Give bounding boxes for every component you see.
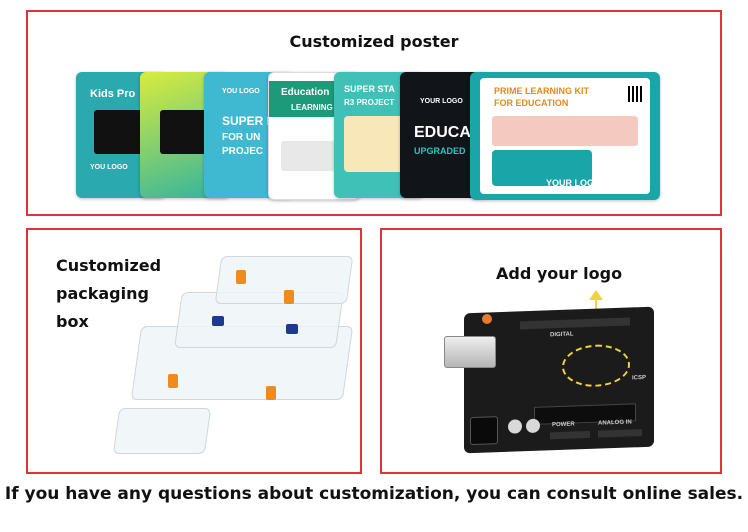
parts-image xyxy=(281,141,341,171)
capacitor xyxy=(508,419,522,434)
packaging-title-line1: Customized xyxy=(56,256,162,275)
footer-note: If you have any questions about customiz… xyxy=(4,484,744,504)
poster-title: Customized poster xyxy=(289,32,459,51)
orange-latch-icon xyxy=(236,270,246,284)
poster-headline: SUPER STA xyxy=(344,84,395,94)
module-tray xyxy=(492,150,592,186)
blue-latch-icon xyxy=(286,324,298,334)
poster-headline: Education xyxy=(281,87,330,98)
orange-latch-icon xyxy=(284,290,294,304)
logo-placeholder-ellipse xyxy=(562,343,630,388)
poster-headline: Kids Pro xyxy=(90,88,136,100)
qr-code-icon xyxy=(628,86,644,102)
packaging-title-line2: packaging xyxy=(56,284,149,303)
capacitor xyxy=(526,418,540,434)
logo-title: Add your logo xyxy=(496,264,623,283)
usb-port xyxy=(444,336,496,368)
logo-panel: Add your logo DIGITAL POWER ANALOG IN IC… xyxy=(380,228,722,474)
poster-subline: LEARNING xyxy=(291,103,333,112)
packaging-title-line3: box xyxy=(56,312,89,331)
pink-latch-icon xyxy=(266,386,276,400)
orange-latch-icon xyxy=(168,374,178,388)
poster-logo-text: YOUR LOGO xyxy=(546,178,602,188)
poster-headline: EDUCA xyxy=(414,124,471,141)
digital-label: DIGITAL xyxy=(550,331,574,339)
poster-logo-text: YOU LOGO xyxy=(222,88,260,95)
analog-header xyxy=(598,429,642,438)
parts-image xyxy=(492,116,638,146)
poster-subline-2: PROJEC xyxy=(222,146,264,157)
poster-subline: R3 PROJECT xyxy=(344,98,395,107)
icsp-label: ICSP xyxy=(632,374,647,382)
poster-logo-text: YOU LOGO xyxy=(90,164,128,171)
packaging-panel: Customized packaging box xyxy=(26,228,362,474)
circuit-board: DIGITAL POWER ANALOG IN ICSP xyxy=(464,306,654,454)
digital-header xyxy=(520,317,630,330)
poster-subline: FOR UN xyxy=(222,132,261,143)
poster-panel: Customized poster Kids Pro YOU LOGO YOU … xyxy=(26,10,722,216)
dc-jack xyxy=(470,416,498,446)
poster-headline: SUPER I xyxy=(222,114,271,128)
analog-label: ANALOG IN xyxy=(598,419,632,427)
poster-logo-text: YOUR LOGO xyxy=(420,98,463,105)
packaging-box-small xyxy=(112,408,212,454)
parts-image xyxy=(344,116,408,172)
reset-button-icon xyxy=(482,314,492,324)
power-header xyxy=(550,430,590,440)
poster-prime-learning: PRIME LEARNING KIT FOR EDUCATION YOUR LO… xyxy=(470,72,660,200)
poster-subline: UPGRADED xyxy=(414,146,466,156)
poster-headline: PRIME LEARNING KIT xyxy=(494,86,590,96)
power-label: POWER xyxy=(552,421,575,429)
poster-subline: FOR EDUCATION xyxy=(494,98,569,108)
blue-latch-icon xyxy=(212,316,224,326)
